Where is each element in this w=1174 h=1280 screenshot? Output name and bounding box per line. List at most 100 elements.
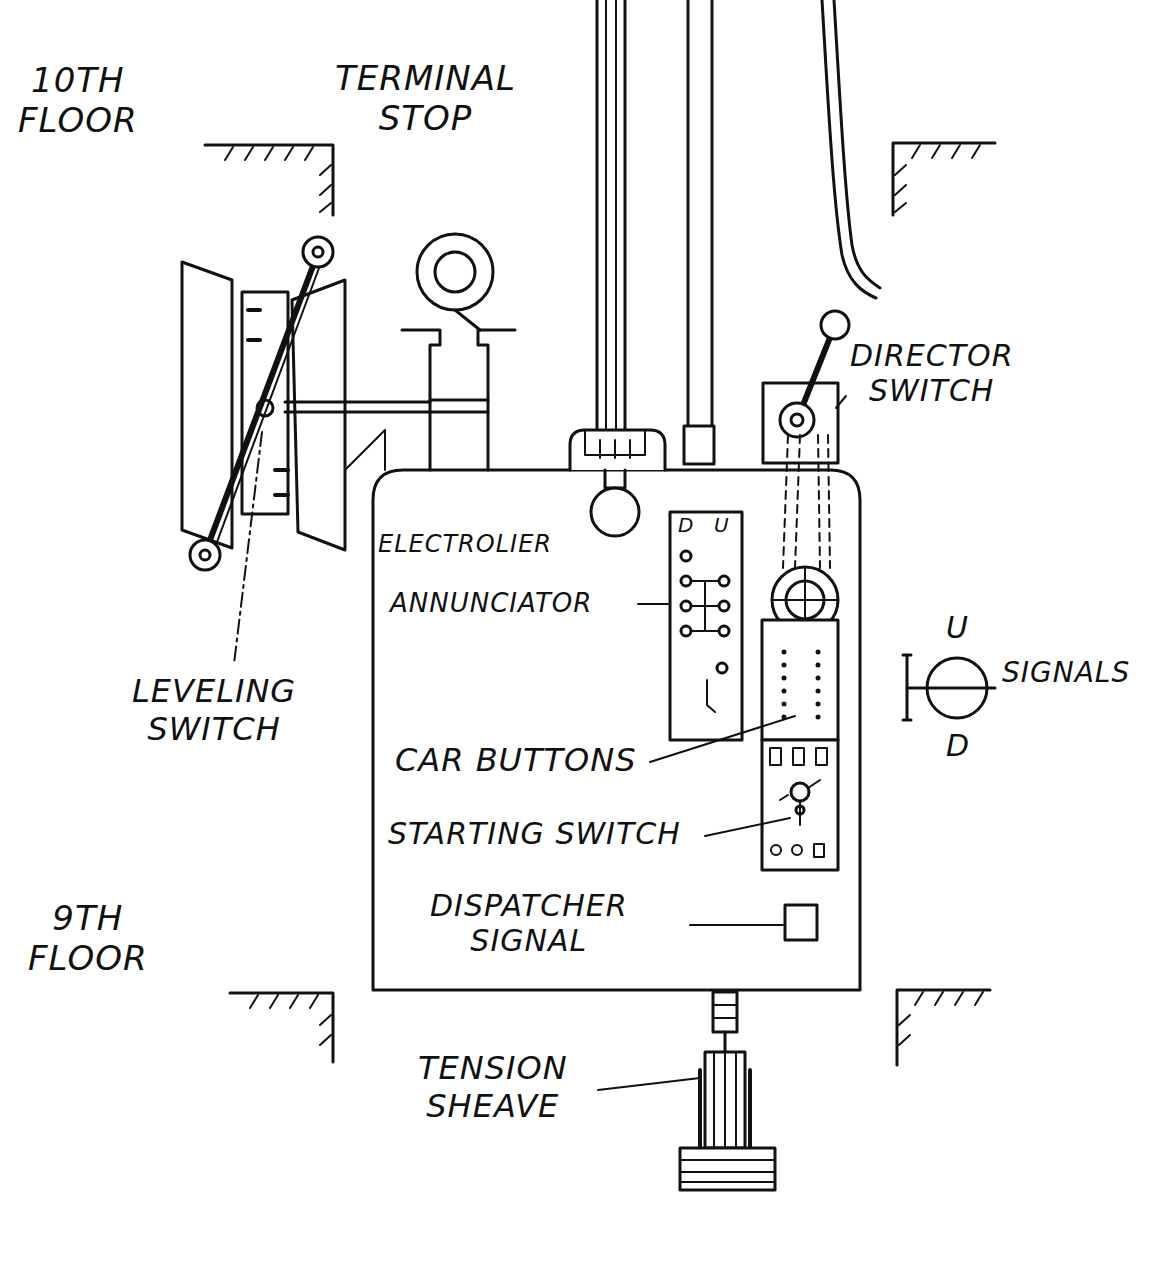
- part-label: TENSION SHEAVE: [418, 1050, 568, 1126]
- car-body: [600, 440, 630, 458]
- starting-switch-panel: [762, 740, 838, 870]
- leveling-switch: [214, 260, 322, 550]
- hoist-rope: [688, 0, 712, 428]
- hoist-rope: [822, 0, 876, 298]
- floor-line: [230, 993, 333, 1062]
- tension-sheave: [705, 1052, 745, 1148]
- car-button-panel: [816, 689, 821, 694]
- starting-switch-panel: [770, 748, 781, 765]
- leveling-switch: [313, 247, 323, 257]
- hoist-rope: [606, 0, 616, 440]
- hoist-rope: [597, 0, 880, 464]
- starting-switch-panel: [771, 845, 781, 855]
- car-button-panel: [816, 650, 821, 655]
- hall-signal: [907, 687, 995, 690]
- tension-sheave: [714, 1052, 736, 1148]
- annunciator-panel: [719, 576, 729, 586]
- column-letter: U: [714, 514, 730, 538]
- car-button-panel: [782, 702, 787, 707]
- annunciator-panel: [681, 626, 691, 636]
- hoist-rope: [597, 0, 625, 440]
- leader-line: [836, 396, 846, 408]
- terminal-stop: [455, 310, 480, 330]
- signal-letter: U: [946, 610, 969, 645]
- electrolier-lamp: [591, 470, 639, 536]
- annunciator-panel: [707, 680, 715, 712]
- leader-line: [598, 1078, 700, 1090]
- electrolier-lamp: [591, 488, 639, 536]
- terminal-stop: [435, 252, 475, 292]
- electrolier-lamp: [605, 470, 625, 488]
- leveling-switch: [200, 550, 210, 560]
- car-button-panel: [816, 715, 821, 720]
- director-switch: [763, 311, 849, 633]
- leader-line: [705, 818, 790, 836]
- hoist-rope: [834, 0, 880, 288]
- hall-signal: [927, 658, 987, 718]
- floor-label: 10TH FLOOR: [18, 60, 138, 140]
- annunciator-panel: [719, 626, 729, 636]
- part-label: DIRECTOR SWITCH: [850, 338, 1013, 409]
- car-button-panel: [816, 663, 821, 668]
- part-label: ANNUNCIATOR: [390, 588, 592, 619]
- column-letter: D: [678, 514, 694, 538]
- director-switch: [795, 435, 820, 568]
- floor-line: [895, 145, 980, 212]
- car-body: [570, 430, 665, 470]
- annunciator-panel: [719, 601, 729, 611]
- dispatcher-signal: [785, 905, 817, 940]
- terminal-stop: [430, 400, 488, 412]
- car-button-panel: [782, 650, 821, 720]
- part-label: TERMINAL STOP: [335, 58, 516, 138]
- director-switch: [791, 414, 803, 426]
- director-switch: [821, 311, 849, 339]
- tension-sheave: [713, 992, 737, 1032]
- annunciator-panel: [681, 576, 691, 586]
- car-body: [373, 470, 860, 990]
- terminal-stop: [402, 330, 515, 470]
- floor-line: [899, 992, 983, 1045]
- annunciator-panel: [691, 581, 719, 631]
- dispatcher-signal: [785, 905, 817, 940]
- hall-signal: [903, 655, 995, 720]
- director-switch: [763, 383, 838, 463]
- tension-sheave: [724, 1032, 727, 1052]
- car-button-panel: [782, 676, 787, 681]
- car-body: [373, 430, 860, 990]
- leveling-switch: [303, 237, 333, 267]
- floor-label: 9TH FLOOR: [28, 898, 148, 978]
- leader-line: [234, 396, 846, 1090]
- starting-switch-panel: [796, 806, 804, 814]
- starting-switch-panel: [814, 844, 824, 857]
- starting-switch-panel: [793, 748, 804, 765]
- part-label: LEVELING SWITCH: [132, 673, 296, 749]
- floor-line: [897, 990, 990, 1065]
- terminal-stop: [345, 430, 385, 470]
- car-button-panel: [782, 650, 787, 655]
- terminal-stop: [345, 234, 515, 470]
- annunciator-panel: [670, 512, 742, 740]
- part-label: DISPATCHER SIGNAL: [430, 888, 628, 959]
- part-label: ELECTROLIER: [378, 530, 552, 558]
- floor-line: [250, 995, 331, 1045]
- part-label: CAR BUTTONS: [395, 742, 637, 780]
- car-button-panel: [816, 676, 821, 681]
- terminal-stop: [417, 234, 493, 310]
- part-label: STARTING SWITCH: [388, 816, 681, 851]
- leader-line: [638, 603, 668, 605]
- leveling-switch: [190, 540, 220, 570]
- starting-switch-panel: [792, 845, 802, 855]
- leveling-switch: [248, 310, 288, 495]
- starting-switch-panel: [762, 740, 838, 870]
- annunciator-panel: [681, 601, 691, 611]
- director-switch: [780, 403, 814, 437]
- floor-line: [225, 147, 331, 212]
- floor-line: [205, 145, 333, 215]
- tension-sheave: [713, 1005, 737, 1018]
- tension-sheave: [700, 1070, 750, 1148]
- tension-sheave: [680, 992, 775, 1190]
- annunciator-panel: [681, 551, 691, 561]
- director-switch: [783, 435, 830, 568]
- leader-line: [690, 924, 783, 926]
